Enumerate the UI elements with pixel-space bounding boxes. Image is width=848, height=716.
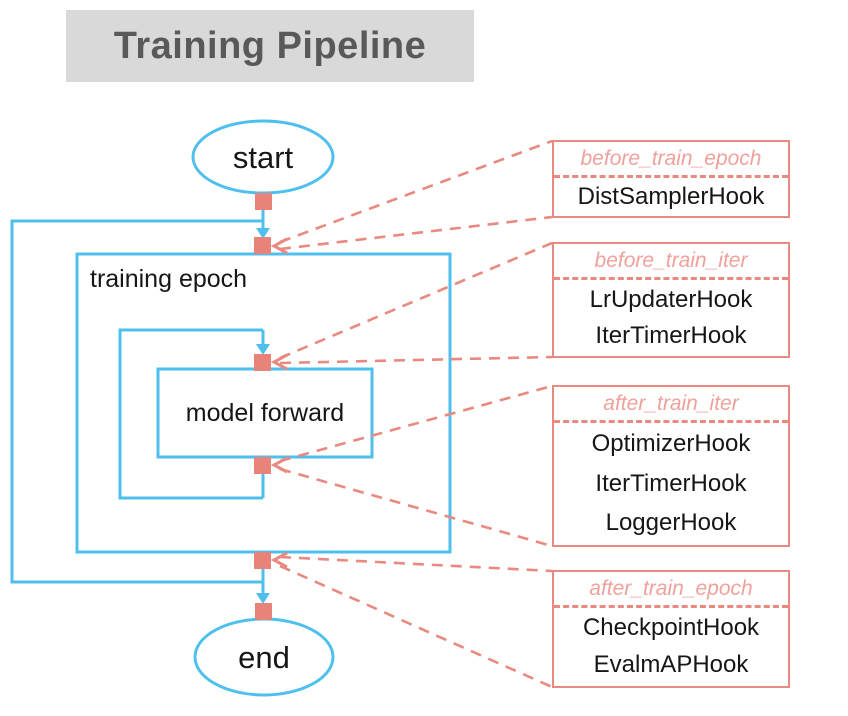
- start-label: start: [233, 140, 294, 175]
- connector-before-train-epoch-bottom: [279, 215, 553, 251]
- hook-event-label: after_train_iter: [554, 387, 788, 423]
- chevron-after-train-epoch: [270, 551, 288, 569]
- hook-entry: IterTimerHook: [595, 469, 747, 497]
- arrowhead-into-end: [256, 593, 270, 604]
- connector-before-train-iter-bottom: [279, 355, 553, 365]
- connector-after-train-iter-bottom: [279, 467, 553, 548]
- hook-entry: DistSamplerHook: [577, 182, 765, 210]
- connector-after-train-iter-top: [279, 384, 553, 463]
- hook-entry: IterTimerHook: [595, 321, 747, 349]
- hook-point-before-train-iter: [254, 354, 271, 371]
- chevron-before-train-iter: [270, 353, 288, 371]
- outer-loop-path: [10, 219, 263, 584]
- hook-entry: OptimizerHook: [591, 430, 751, 458]
- model-forward-label: model forward: [186, 399, 344, 427]
- hook-event-label: before_train_iter: [554, 244, 788, 280]
- hook-entry: LrUpdaterHook: [589, 285, 753, 313]
- hook-point-after-start: [255, 193, 272, 210]
- hook-point-before-end: [255, 603, 272, 620]
- hook-event-label: after_train_epoch: [554, 572, 788, 608]
- chevron-after-train-iter: [270, 456, 288, 474]
- hook-point-after-train-epoch: [254, 552, 271, 569]
- chevron-before-train-epoch: [270, 237, 288, 255]
- hook-point-after-train-iter: [254, 457, 271, 474]
- inner-loop-path: [118, 328, 263, 500]
- hook-point-before-train-epoch: [254, 237, 271, 254]
- hook-entry: EvalmAPHook: [593, 651, 749, 679]
- connector-after-train-epoch-top: [279, 555, 553, 573]
- training-epoch-box: [75, 252, 452, 554]
- end-label: end: [238, 640, 290, 675]
- hook-entry: CheckpointHook: [582, 614, 760, 642]
- connector-before-train-epoch-top: [279, 139, 553, 244]
- page-title: Training Pipeline: [66, 10, 474, 82]
- training-epoch-label: training epoch: [90, 265, 247, 293]
- hook-entries: DistSamplerHook: [554, 178, 788, 216]
- arrowhead-into-epoch: [256, 228, 270, 239]
- hook-entry: LoggerHook: [605, 509, 737, 537]
- hook-event-label: before_train_epoch: [554, 142, 788, 178]
- arrowhead-into-iter: [256, 344, 270, 355]
- connector-after-train-epoch-bottom: [279, 564, 553, 689]
